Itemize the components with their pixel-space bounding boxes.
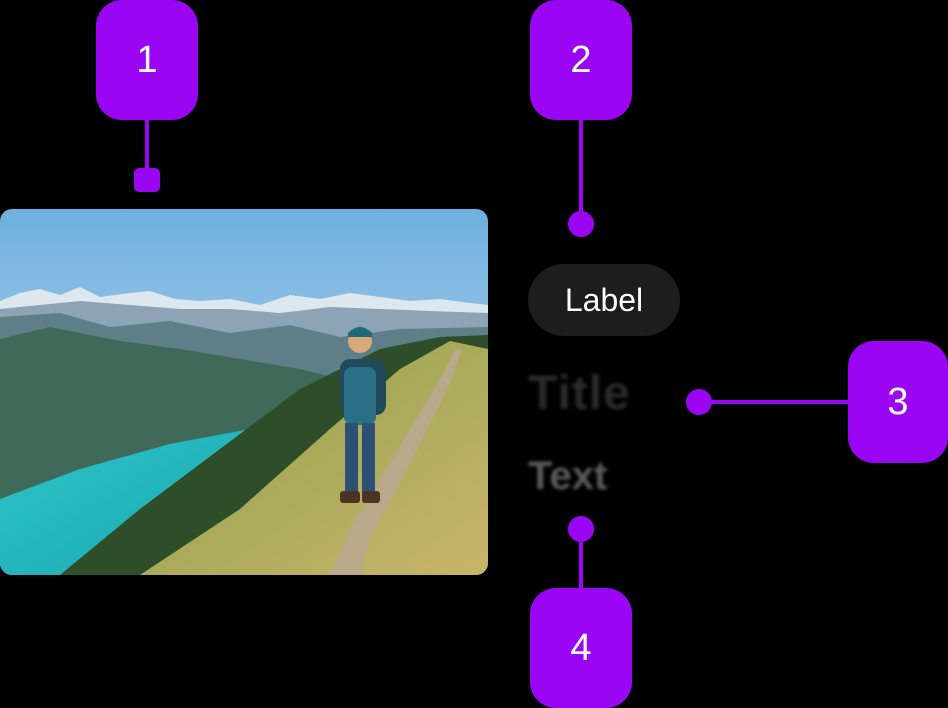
connector-line-1 (145, 118, 149, 180)
connector-line-2 (579, 118, 583, 224)
connector-dot-3 (686, 389, 712, 415)
connector-dot-2 (568, 211, 594, 237)
hiker-figure (340, 327, 386, 503)
card-text: Text (528, 454, 608, 498)
card-image (0, 209, 488, 575)
connector-dot-4 (568, 516, 594, 542)
callout-badge-2: 2 (530, 0, 632, 120)
card-title: Title (528, 367, 631, 420)
connector-dot-1 (134, 168, 160, 192)
callout-badge-4: 4 (530, 588, 632, 708)
callout-badge-3: 3 (848, 341, 948, 463)
callout-badge-1: 1 (96, 0, 198, 120)
hiker-landscape-image (0, 209, 488, 575)
connector-line-4 (579, 528, 583, 590)
label-chip: Label (528, 264, 680, 336)
connector-line-3 (698, 400, 850, 404)
